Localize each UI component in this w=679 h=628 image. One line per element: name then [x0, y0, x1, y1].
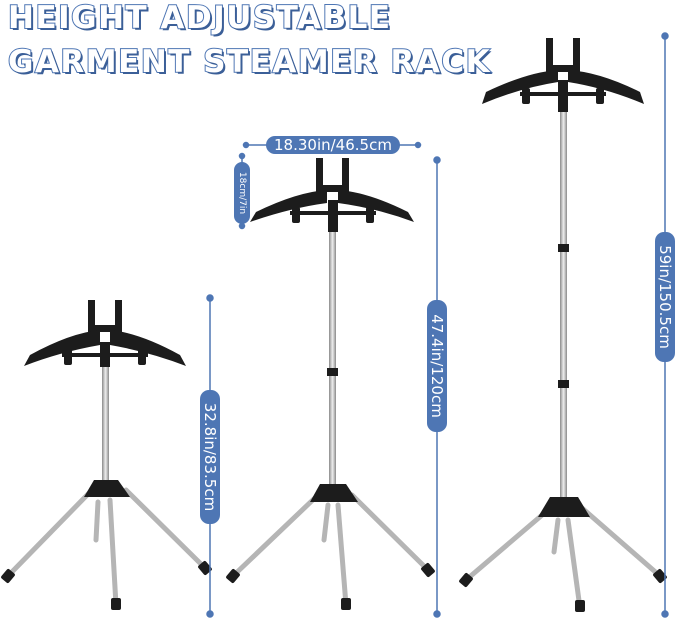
hanger-width-label: 18.30in/46.5cm	[274, 136, 392, 154]
height-mid-badge: 47.4in/120cm	[427, 300, 447, 432]
title-line-1: HEIGHT ADJUSTABLE	[7, 0, 392, 37]
rack-short-base	[84, 480, 130, 497]
height-mid-label: 47.4in/120cm	[428, 314, 446, 418]
rack-medium-pole	[329, 230, 336, 485]
hanger-height-label: 18cm/7in	[237, 171, 248, 215]
rack-medium-clamp	[327, 368, 338, 376]
rack-tall-legs	[463, 505, 663, 611]
height-max-badge: 59in/150.5cm	[655, 232, 675, 362]
rack-medium	[226, 158, 435, 610]
rack-tall-base	[538, 497, 590, 517]
rack-tall-clamp-lower	[558, 380, 569, 388]
rack-short-pole	[102, 365, 109, 480]
rack-tall-pole	[560, 110, 567, 500]
height-min-badge: 32.8in/83.5cm	[200, 390, 220, 524]
rack-medium-legs	[230, 492, 431, 608]
rack-tall-hanger	[482, 38, 644, 112]
rack-short-legs	[5, 487, 208, 608]
hanger-width-badge: 18.30in/46.5cm	[266, 136, 400, 154]
rack-tall	[459, 38, 667, 612]
rack-tall-clamp-upper	[558, 244, 569, 252]
rack-medium-hanger	[250, 158, 414, 232]
rack-short	[1, 300, 212, 610]
rack-medium-base	[310, 484, 358, 502]
hanger-height-badge: 18cm/7in	[234, 162, 250, 224]
height-min-label: 32.8in/83.5cm	[201, 402, 220, 512]
title-line-2: GARMENT STEAMER RACK	[7, 43, 492, 81]
height-max-label: 59in/150.5cm	[656, 245, 674, 349]
rack-short-hanger	[24, 300, 186, 367]
